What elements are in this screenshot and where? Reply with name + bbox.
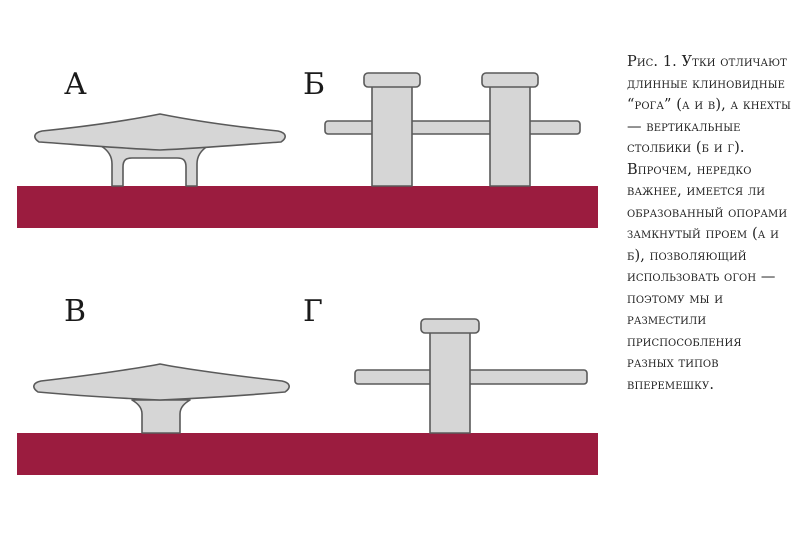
double-bollard (324, 72, 581, 187)
cleat-single-leg (33, 363, 290, 434)
panel-label-b: Б (303, 67, 326, 102)
base-bar-top (17, 186, 598, 228)
single-bollard (354, 318, 588, 434)
figure-caption: Рис. 1. Утки отличают длинные клиновидны… (627, 54, 791, 393)
panel-label-g: Г (303, 294, 323, 329)
panel-label-v: В (64, 294, 87, 329)
cleat-two-legs (34, 113, 286, 187)
panel-label-a: А (64, 67, 87, 102)
base-bar-bottom (17, 433, 598, 475)
